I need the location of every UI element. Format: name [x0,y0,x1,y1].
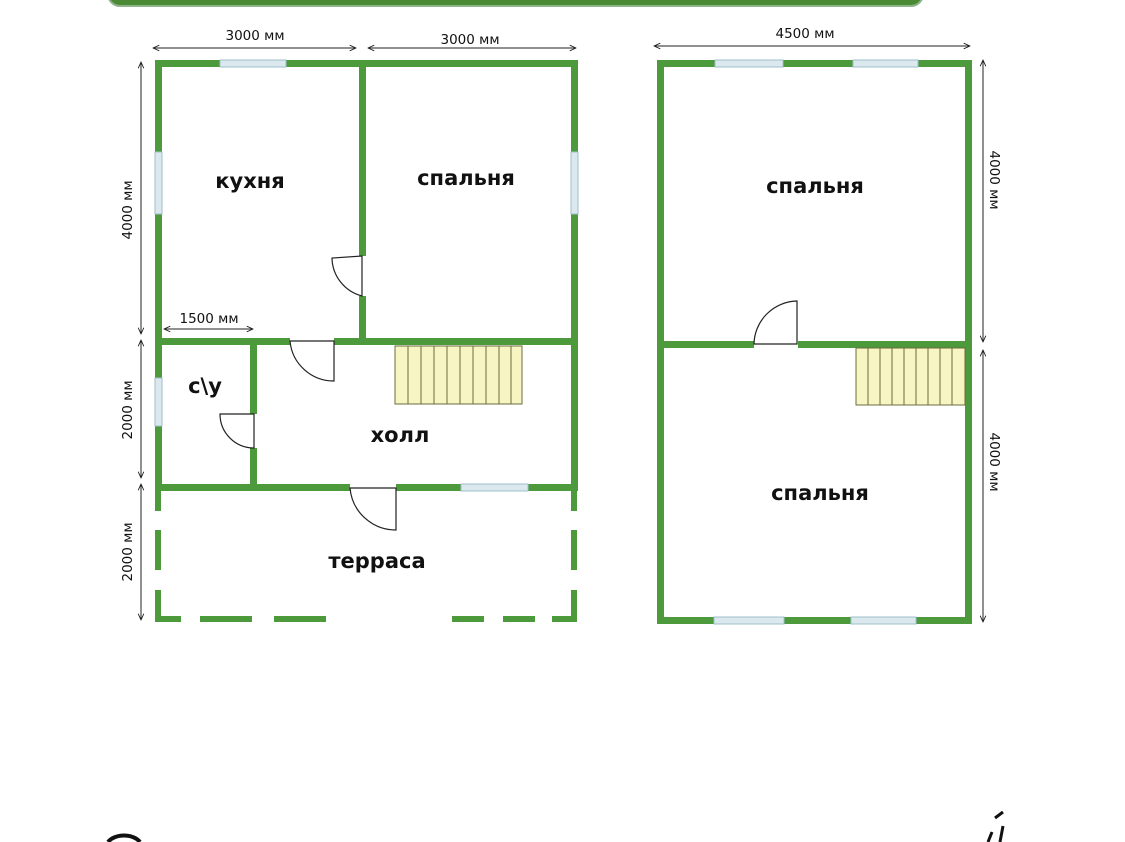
wall [250,448,257,488]
wall [155,60,578,67]
window [154,151,163,215]
room-label-terrace: терраса [328,549,425,573]
door [753,300,798,345]
room-label-bathroom: с\у [188,374,222,398]
wall [657,341,754,348]
room-label-bedroom-lower: спальня [771,481,869,505]
first-floor-plan: кухня спальня с\у холл терраса 3000 мм 3… [120,28,579,622]
window [713,616,785,625]
dimension-label: 3000 мм [225,28,284,44]
wall [250,338,257,414]
dimension-label: 1500 мм [179,311,238,327]
terrace-rail [552,616,577,622]
wall [155,484,350,491]
wall [155,338,290,345]
terrace-rail [200,616,252,622]
dimension-label: 2000 мм [120,380,136,439]
bottom-text-fragment [106,810,1005,842]
terrace-rail [155,491,161,511]
top-banner [108,0,923,7]
door [289,340,335,382]
terrace-rail [274,616,326,622]
door [219,413,255,449]
window [714,59,784,68]
window [850,616,917,625]
dimension-label: 4000 мм [120,180,136,239]
room-label-bedroom: спальня [417,166,515,190]
stairs [855,347,966,406]
window [852,59,919,68]
wall [359,60,366,256]
second-floor-plan: спальня спальня 4500 мм 4000 мм 4000 мм [654,26,1002,625]
window [219,59,287,68]
dimension-label: 3000 мм [440,32,499,48]
wall [657,617,972,624]
wall [798,341,972,348]
wall [155,60,162,490]
wall [571,60,578,490]
terrace-rail [571,530,577,570]
terrace-rail [155,616,181,622]
wall [334,338,578,345]
terrace-rail [503,616,535,622]
stairs [394,345,523,405]
wall [657,60,972,67]
room-label-kitchen: кухня [215,169,284,193]
terrace-rail [571,491,577,511]
room-label-bedroom-upper: спальня [766,174,864,198]
door [331,255,363,297]
room-label-hall: холл [371,423,430,447]
dimension-label: 4500 мм [775,26,834,42]
terrace-rail [155,590,161,622]
terrace-rail [155,530,161,570]
dimension-label: 2000 мм [120,522,136,581]
terrace-rail [571,590,577,622]
window [460,483,529,492]
window [154,377,163,427]
door [349,487,397,531]
window [570,151,579,215]
wall [359,296,366,344]
dimension-label: 4000 мм [986,432,1002,491]
dimension-label: 4000 мм [986,150,1002,209]
terrace-rail [452,616,484,622]
